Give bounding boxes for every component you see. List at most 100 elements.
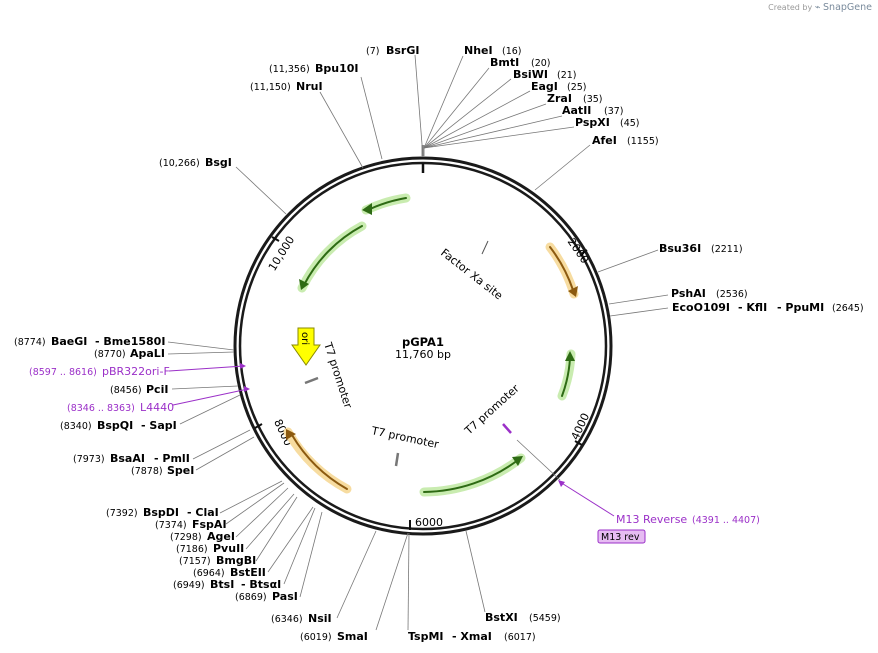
site-name-bsu36i: Bsu36I: [659, 242, 701, 255]
site-name-afei: AfeI: [592, 134, 617, 147]
credit-brand: SnapGene: [823, 2, 872, 13]
site-name-apali: ApaLI: [130, 347, 165, 360]
site-pos-agei: (7298): [170, 532, 202, 543]
site-name-bpu10i: Bpu10I: [315, 62, 359, 75]
site-pos-bsrgi: (7): [366, 46, 379, 57]
site-name-pshai: PshAI: [671, 287, 706, 300]
site-name-ppumi: - PpuMI: [777, 301, 824, 314]
arrowhead-4: [565, 351, 575, 361]
tick-label-6000: 6000: [415, 516, 443, 529]
site-pos-aatii: (37): [604, 106, 624, 117]
site-name-pmli: - PmlI: [154, 452, 190, 465]
site-name-bsrgi: BsrGI: [386, 44, 419, 57]
tick-8000: [254, 423, 263, 429]
site-pos-pasi: (6869): [235, 592, 267, 603]
site-name-tspmi: TspMI: [408, 630, 444, 643]
site-name-pasi: PasI: [272, 590, 298, 603]
primer-name-m13: M13 Reverse: [616, 513, 687, 526]
site-name-spei: SpeI: [167, 464, 194, 477]
site-name-btsi: BtsI: [210, 578, 234, 591]
site-name-btsai: - BtsαI: [241, 578, 281, 591]
t7-promoter-label-3: T7 promoter: [462, 382, 523, 438]
t7-promoter-mark-2: [394, 452, 400, 467]
site-name-baegi: BaeGI: [51, 335, 87, 348]
site-name-nhei: NheI: [464, 44, 493, 57]
site-name-nrui: NruI: [296, 80, 323, 93]
site-pos-spei: (7878): [131, 466, 163, 477]
site-name-bstxi: BstXI: [485, 611, 518, 624]
site-pos-pvuii: (7186): [176, 544, 208, 555]
site-pos-bsu36i: (2211): [711, 244, 743, 255]
snapgene-logo-icon: ⌁: [814, 2, 821, 13]
t7-promoter-mark-3: [502, 423, 512, 434]
site-pos-pcii: (8456): [110, 385, 142, 396]
site-name-bspqi: BspQI: [97, 419, 133, 432]
site-pos-zrai: (35): [583, 94, 603, 105]
site-name-eagi: EagI: [531, 80, 558, 93]
site-pos-bspqi: (8340): [60, 421, 92, 432]
site-pos-afei: (1155): [627, 136, 659, 147]
site-pos-bmgbi: (7157): [179, 556, 211, 567]
site-name-pvuii: PvuII: [213, 542, 244, 555]
site-pos-pshai: (2536): [716, 289, 748, 300]
site-name-smai: SmaI: [337, 630, 368, 643]
site-name-fspai: FspAI: [192, 518, 227, 531]
arrowhead-3: [568, 286, 578, 297]
site-name-kfli: - KflI: [738, 301, 767, 314]
t7-promoter-mark-1: [304, 376, 319, 385]
feature-highlight-3: [545, 242, 579, 299]
site-name-pspxi: PspXI: [575, 116, 610, 129]
tick-2000: [579, 249, 588, 256]
feature-arc-2: [303, 225, 363, 286]
primer-arrow-m13: [558, 480, 565, 487]
snapgene-credit: Created by ⌁ SnapGene: [768, 2, 872, 13]
ori-label: ori: [299, 332, 310, 345]
site-pos-baegi: (8774): [14, 337, 46, 348]
factor-xa-mark: [481, 240, 489, 255]
site-pos-pspxi: (45): [620, 118, 640, 129]
m13-rev-badge-label: M13 rev: [601, 532, 640, 543]
m13-rev-badge: [597, 529, 646, 544]
feature-highlight-6: [283, 427, 352, 494]
site-name-aatii: AatII: [562, 104, 591, 117]
site-pos-fspai: (7374): [155, 520, 187, 531]
primer-arrow-pbr322: [240, 363, 246, 369]
site-name-nsii: NsiI: [308, 612, 332, 625]
arrowhead-1: [362, 203, 372, 215]
arrowhead-2: [299, 279, 309, 290]
site-pos-nhei: (16): [502, 46, 522, 57]
t7-promoter-label-2: T7 promoter: [369, 424, 440, 451]
feature-highlight-5: [419, 453, 526, 497]
site-name-pcii: PciI: [146, 383, 168, 396]
factor-xa-label: Factor Xa site: [438, 246, 505, 302]
site-name-bmti: BmtI: [490, 56, 519, 69]
feature-highlight-2: [297, 221, 367, 293]
site-pos-eagi: (25): [567, 82, 587, 93]
site-name-bsaai: BsaAI: [110, 452, 145, 465]
site-pos-btsi: (6949): [173, 580, 205, 591]
site-pos-bspdi: (7392): [106, 508, 138, 519]
t7-promoter-label-1: T7 promoter: [321, 340, 355, 410]
site-pos-apali: (8770): [94, 349, 126, 360]
site-pos-bstxi: (5459): [529, 613, 561, 624]
site-name-zrai: ZraI: [547, 92, 572, 105]
site-pos-bsgi: (10,266): [159, 158, 200, 169]
site-name-bmgbi: BmgBI: [216, 554, 256, 567]
site-pos-nsii: (6346): [271, 614, 303, 625]
site-name-agei: AgeI: [207, 530, 235, 543]
site-pos-bsiwi: (21): [557, 70, 577, 81]
feature-arc-3: [549, 246, 574, 291]
arrowhead-5: [512, 456, 523, 466]
primer-name-pbr322: pBR322ori-F: [102, 365, 170, 378]
site-pos-eco0109i: (2645): [832, 303, 864, 314]
site-name-bsteii: BstEII: [230, 566, 266, 579]
site-name-clai: - ClaI: [187, 506, 219, 519]
site-name-bsgi: BsgI: [205, 156, 232, 169]
mcs-cluster-marker: [421, 145, 425, 156]
site-name-sapi: - SapI: [141, 419, 177, 432]
tick-10000: [271, 236, 280, 242]
site-name-eco0109i: EcoO109I: [672, 301, 730, 314]
primer-pos-m13: (4391 .. 4407): [692, 515, 760, 526]
site-name-bspdi: BspDI: [143, 506, 179, 519]
primer-pos-pbr322: (8597 .. 8616): [29, 367, 97, 378]
